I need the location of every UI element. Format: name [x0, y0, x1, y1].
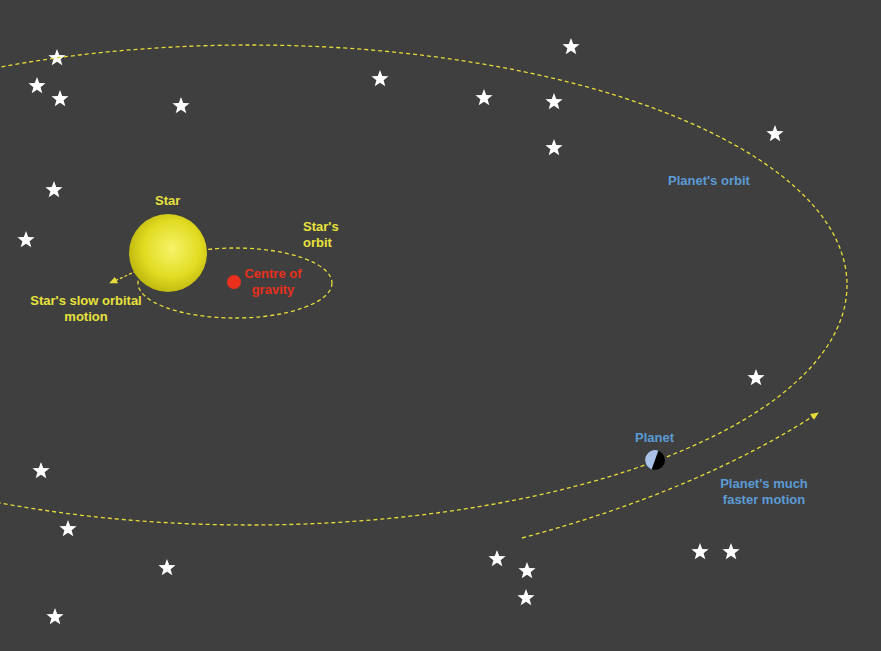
background-star	[562, 38, 579, 54]
background-star	[59, 520, 76, 536]
background-star	[722, 543, 739, 559]
background-star	[45, 181, 62, 197]
orbit-label: Star's orbit	[303, 219, 363, 250]
background-star	[46, 608, 63, 624]
centre-of-gravity-label: Centre of gravity	[244, 266, 302, 297]
background-star	[691, 543, 708, 559]
planet-body-shape	[645, 450, 665, 470]
background-star	[17, 231, 34, 247]
orbit-label: Planet's orbit	[668, 173, 778, 189]
background-star	[517, 589, 534, 605]
background-star	[28, 77, 45, 93]
background-star	[475, 89, 492, 105]
background-star	[747, 369, 764, 385]
planet-orbit-path	[0, 45, 847, 525]
background-star	[51, 90, 68, 106]
background-star	[545, 139, 562, 155]
motion-label: Planet's much faster motion	[710, 476, 818, 507]
background-star	[371, 70, 388, 86]
planet-body: Planet	[645, 450, 665, 470]
star-body-shape	[128, 213, 208, 293]
motion-label: Star's slow orbital motion	[30, 293, 142, 324]
node-label: Star	[155, 193, 180, 209]
background-star	[158, 559, 175, 575]
background-star	[545, 93, 562, 109]
star-body: Star	[128, 213, 208, 293]
background-star	[766, 125, 783, 141]
planet-motion-arrow	[522, 413, 818, 538]
background-star	[518, 562, 535, 578]
centre-of-gravity-dot	[227, 275, 241, 289]
background-star	[32, 462, 49, 478]
background-star	[48, 49, 65, 65]
background-stars	[17, 38, 783, 624]
background-star	[172, 97, 189, 113]
node-label: Planet	[635, 430, 674, 446]
background-star	[488, 550, 505, 566]
